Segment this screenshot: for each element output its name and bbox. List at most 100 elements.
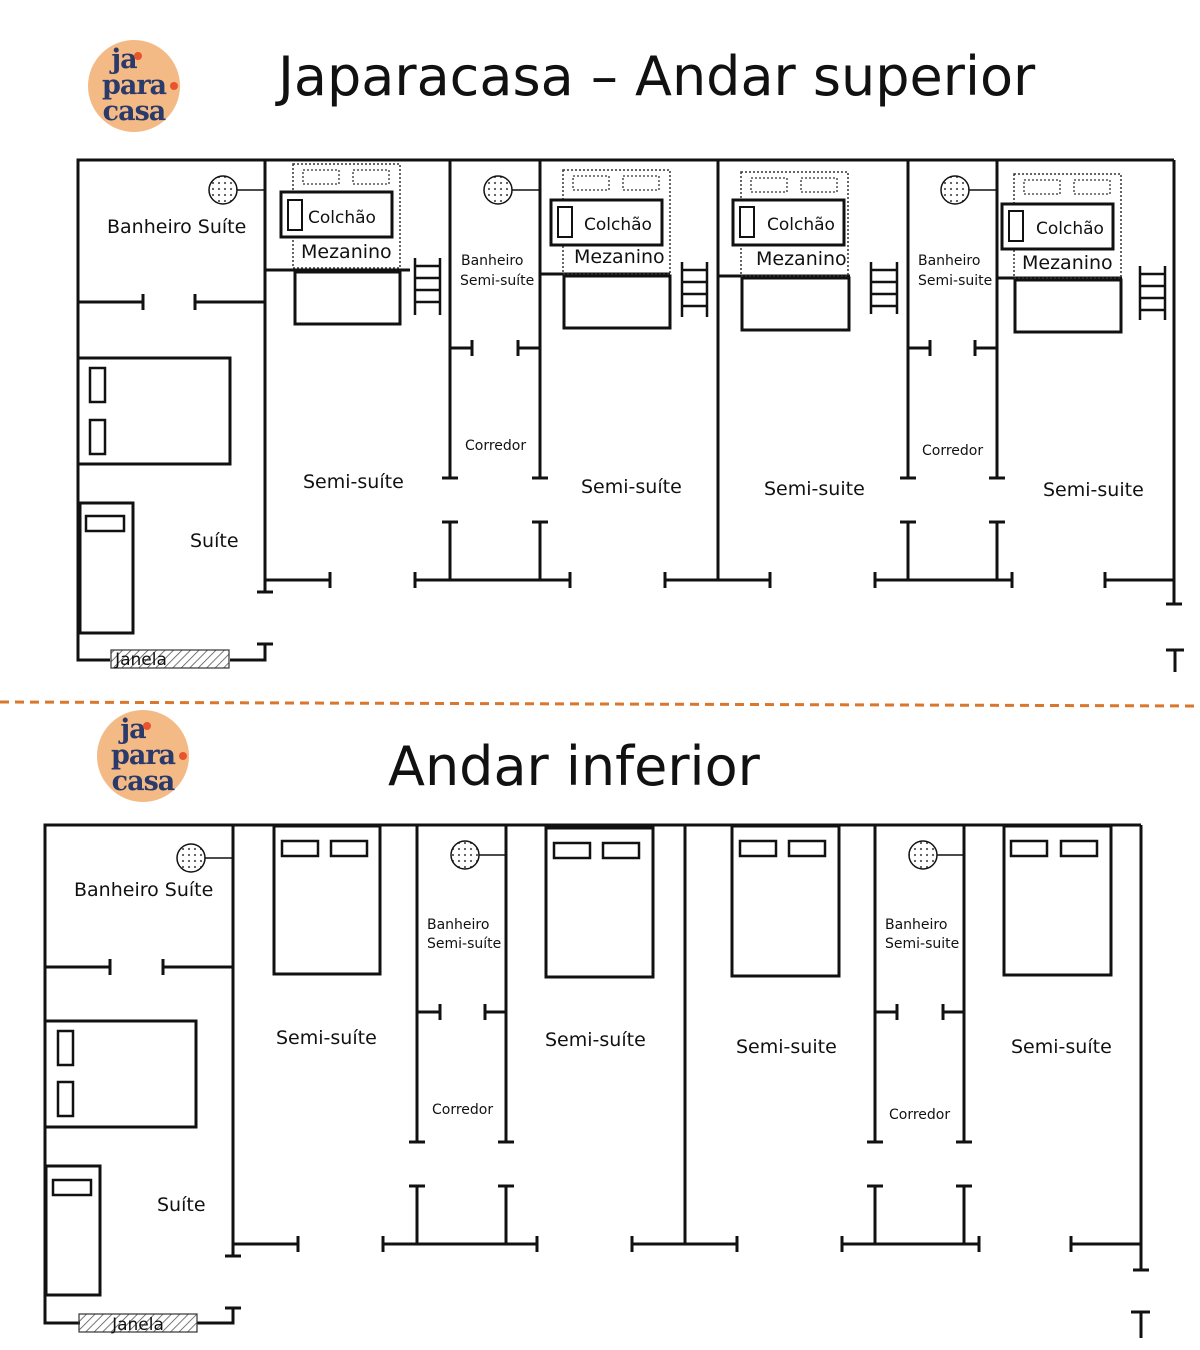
lower-bed-4 (1002, 824, 1113, 977)
label-mezanino: Mezanino (1022, 252, 1113, 274)
pillow (88, 366, 107, 404)
pillow (329, 839, 369, 858)
label-janela: Janela (114, 650, 167, 670)
label-mezanino: Mezanino (301, 241, 392, 263)
label-semi-suite: Semi-suíte (303, 471, 404, 493)
lower-window (78, 1313, 198, 1333)
shower-icon (208, 175, 238, 205)
shower-icon (450, 840, 480, 870)
logo-text-para: para (101, 70, 167, 101)
lower-floor-title: Andar inferior (388, 735, 760, 798)
label-semi-suite: Semi-suite (764, 478, 865, 500)
pillow (56, 1080, 75, 1118)
pillow (51, 1178, 93, 1197)
upper-suite-door-jamb (230, 642, 273, 662)
label-corredor: Corredor (922, 443, 983, 459)
upper-bottom-wall-1 (265, 572, 332, 588)
upper-bed-3 (740, 276, 851, 332)
lower-bottom-wall-3 (630, 1236, 739, 1252)
label-semi-suite-bath: Semi-suite (918, 273, 992, 289)
label-semi-suite: Semi-suíte (1011, 1036, 1112, 1058)
lower-corridor-2 (867, 1184, 972, 1244)
upper-corridor-2 (900, 520, 1005, 580)
shower-icon (908, 840, 938, 870)
pillow (56, 1029, 75, 1067)
shower-icon (940, 175, 970, 205)
floor-divider (0, 700, 1200, 708)
label-banheiro: Banheiro (885, 917, 947, 933)
pillow (601, 841, 641, 860)
lower-bath-door-2 (875, 1004, 964, 1020)
lower-labels: Banheiro Suíte Suíte Janela Semi-suíte S… (74, 879, 1112, 1335)
lower-bottom-wall-5 (1069, 1236, 1141, 1252)
lower-bottom-wall-1 (233, 1236, 300, 1252)
lower-bottom-wall-4 (840, 1236, 981, 1252)
logo-text-casa: casa (111, 766, 176, 797)
label-mezanino: Mezanino (574, 246, 665, 268)
label-suite: Suíte (190, 530, 239, 552)
upper-ladders (413, 258, 1167, 320)
upper-labels: Banheiro Suíte Suíte Janela Colchão Colc… (107, 208, 1144, 670)
pillow (787, 839, 827, 858)
label-colchao: Colchão (767, 215, 835, 235)
logo-dot (170, 82, 178, 90)
lower-bed-2 (544, 826, 655, 979)
japaracasa-logo-upper: ja para casa (88, 40, 180, 132)
label-semi-suite: Semi-suíte (545, 1029, 646, 1051)
upper-floor-title: Japaracasa – Andar superior (278, 45, 1036, 108)
logo-text-casa: casa (102, 96, 167, 127)
lower-bath-partition (45, 959, 233, 975)
ladder-2 (680, 262, 709, 317)
label-banheiro-suite: Banheiro Suíte (107, 216, 246, 238)
pillow (1009, 839, 1049, 858)
upper-bottom-wall-3 (663, 572, 772, 588)
lower-bath-door-1 (417, 1004, 506, 1020)
upper-bed-4 (1013, 278, 1123, 334)
upper-window (110, 649, 230, 669)
label-corredor: Corredor (465, 438, 526, 454)
pillow (84, 514, 126, 533)
label-mezanino: Mezanino (756, 248, 847, 270)
label-semi-suite-bath: Semi-suíte (460, 273, 534, 289)
label-corredor: Corredor (432, 1102, 493, 1118)
upper-bottom-wall-2 (413, 572, 572, 588)
label-banheiro: Banheiro (427, 917, 489, 933)
japaracasa-logo-lower: ja para casa (97, 710, 189, 802)
lower-corridor-1 (409, 1184, 514, 1244)
label-colchao: Colchão (1036, 219, 1104, 239)
upper-bed-1 (293, 270, 402, 326)
lower-suite-double-bed (43, 1019, 198, 1129)
lower-floor-plan (43, 823, 1150, 1338)
label-semi-suite: Semi-suíte (581, 476, 682, 498)
label-janela: Janela (111, 1315, 164, 1335)
logo-dot (143, 722, 151, 730)
label-semi-suite-bath: Semi-suite (885, 936, 959, 952)
label-colchao: Colchão (308, 208, 376, 228)
pillow (280, 839, 320, 858)
label-semi-suite: Semi-suite (1043, 479, 1144, 501)
logo-dot (134, 52, 142, 60)
lower-suite-door-jamb (197, 1306, 241, 1325)
ladder-3 (869, 262, 899, 314)
ladder-1 (413, 258, 442, 315)
lower-bed-3 (730, 824, 841, 978)
label-suite: Suíte (157, 1194, 206, 1216)
pillow (88, 418, 107, 456)
label-colchao: Colchão (584, 215, 652, 235)
label-corredor: Corredor (889, 1107, 950, 1123)
logo-text-para: para (110, 740, 176, 771)
lower-bottom-tee (1131, 1310, 1150, 1338)
upper-bed-2 (562, 274, 672, 330)
logo-text-ja: ja (111, 44, 137, 75)
pillow (738, 839, 778, 858)
upper-bath-partition (78, 294, 265, 310)
label-banheiro-suite: Banheiro Suíte (74, 879, 213, 901)
upper-floor-plan (76, 158, 1184, 672)
upper-suite-single-bed (78, 501, 135, 635)
upper-bath-door-1 (450, 340, 540, 356)
lower-suite-single-bed (44, 1164, 102, 1297)
upper-showers (208, 175, 997, 205)
label-banheiro: Banheiro (918, 253, 980, 269)
logo-text-ja: ja (120, 714, 146, 745)
lower-bed-1 (272, 824, 382, 976)
